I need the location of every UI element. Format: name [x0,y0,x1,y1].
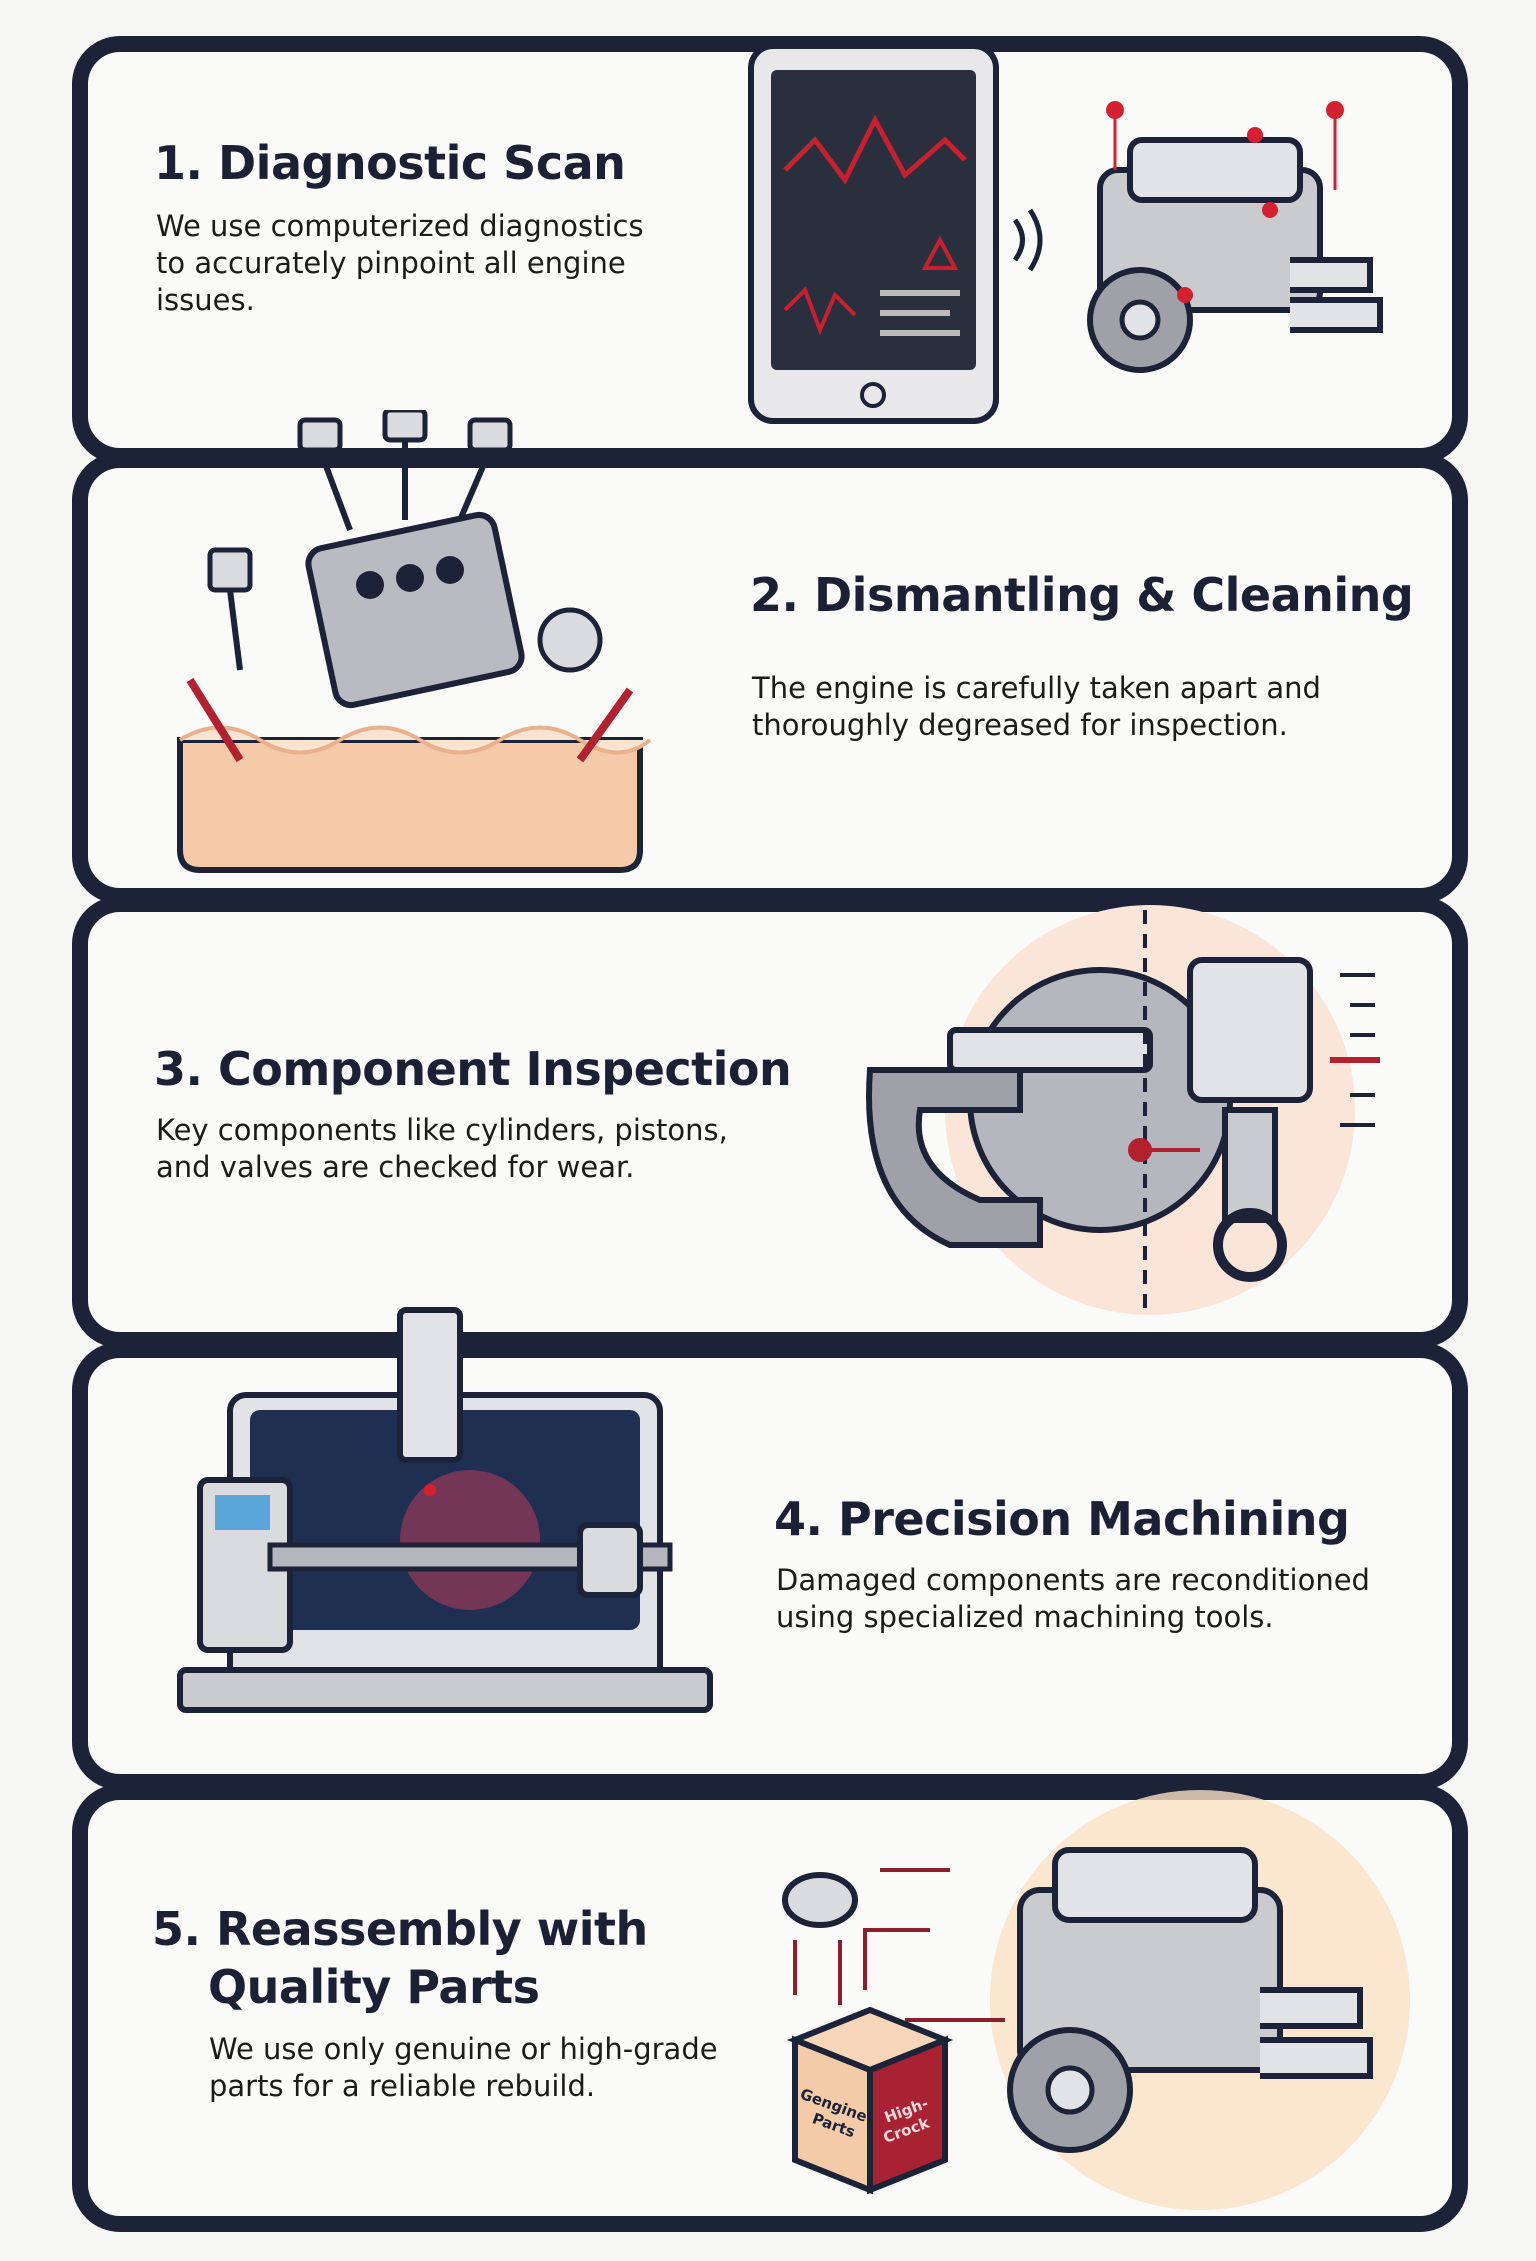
step-3-title: 3. Component Inspection [154,1042,792,1096]
wireless-signal-icon [1012,208,1043,272]
lathe-machining-icon [177,1307,713,1713]
step-2-description: The engine is carefully taken apart and … [752,670,1321,744]
step-4-line: Damaged components are reconditioned [776,1563,1370,1597]
step-1-line: issues. [156,283,255,317]
step-3-line: Key components like cylinders, pistons, [156,1113,728,1147]
step-4-title: 4. Precision Machining [774,1492,1350,1546]
step-1-line: to accurately pinpoint all engine [156,246,626,280]
step-5-line: parts for a reliable rebuild. [209,2069,596,2103]
step-2-line: thoroughly degreased for inspection. [752,708,1288,742]
inspection-micrometer-piston-icon [866,905,1380,1315]
step-4-line: using specialized machining tools. [776,1600,1274,1634]
step-3-line: and valves are checked for wear. [156,1150,635,1184]
step-4-description: Damaged components are reconditioned usi… [776,1562,1370,1636]
step-3-description: Key components like cylinders, pistons, … [156,1112,728,1186]
engine-sensors-icon [1087,101,1383,373]
reassembly-engine-icon: Gengine Parts High- Crock [782,1790,1410,2210]
parts-box-icon: Gengine Parts High- Crock [786,2006,954,2195]
cleaning-bath-icon [177,410,652,873]
step-1-description: We use computerized diagnostics to accur… [156,208,644,319]
step-5-title-line: 5. Reassembly with [152,1902,648,1956]
step-2-title: 2. Dismantling & Cleaning [750,568,1414,622]
step-1-title: 1. Diagnostic Scan [154,136,626,190]
step-5-title-line: Quality Parts [208,1960,540,2014]
step-5-description: We use only genuine or high-grade parts … [209,2031,718,2105]
step-5-title: 5. Reassembly with Quality Parts [152,1900,648,2016]
diagnostic-tablet-icon [748,43,999,424]
step-2-line: The engine is carefully taken apart and [752,671,1321,705]
step-1-line: We use computerized diagnostics [156,209,644,243]
step-5-line: We use only genuine or high-grade [209,2032,718,2066]
